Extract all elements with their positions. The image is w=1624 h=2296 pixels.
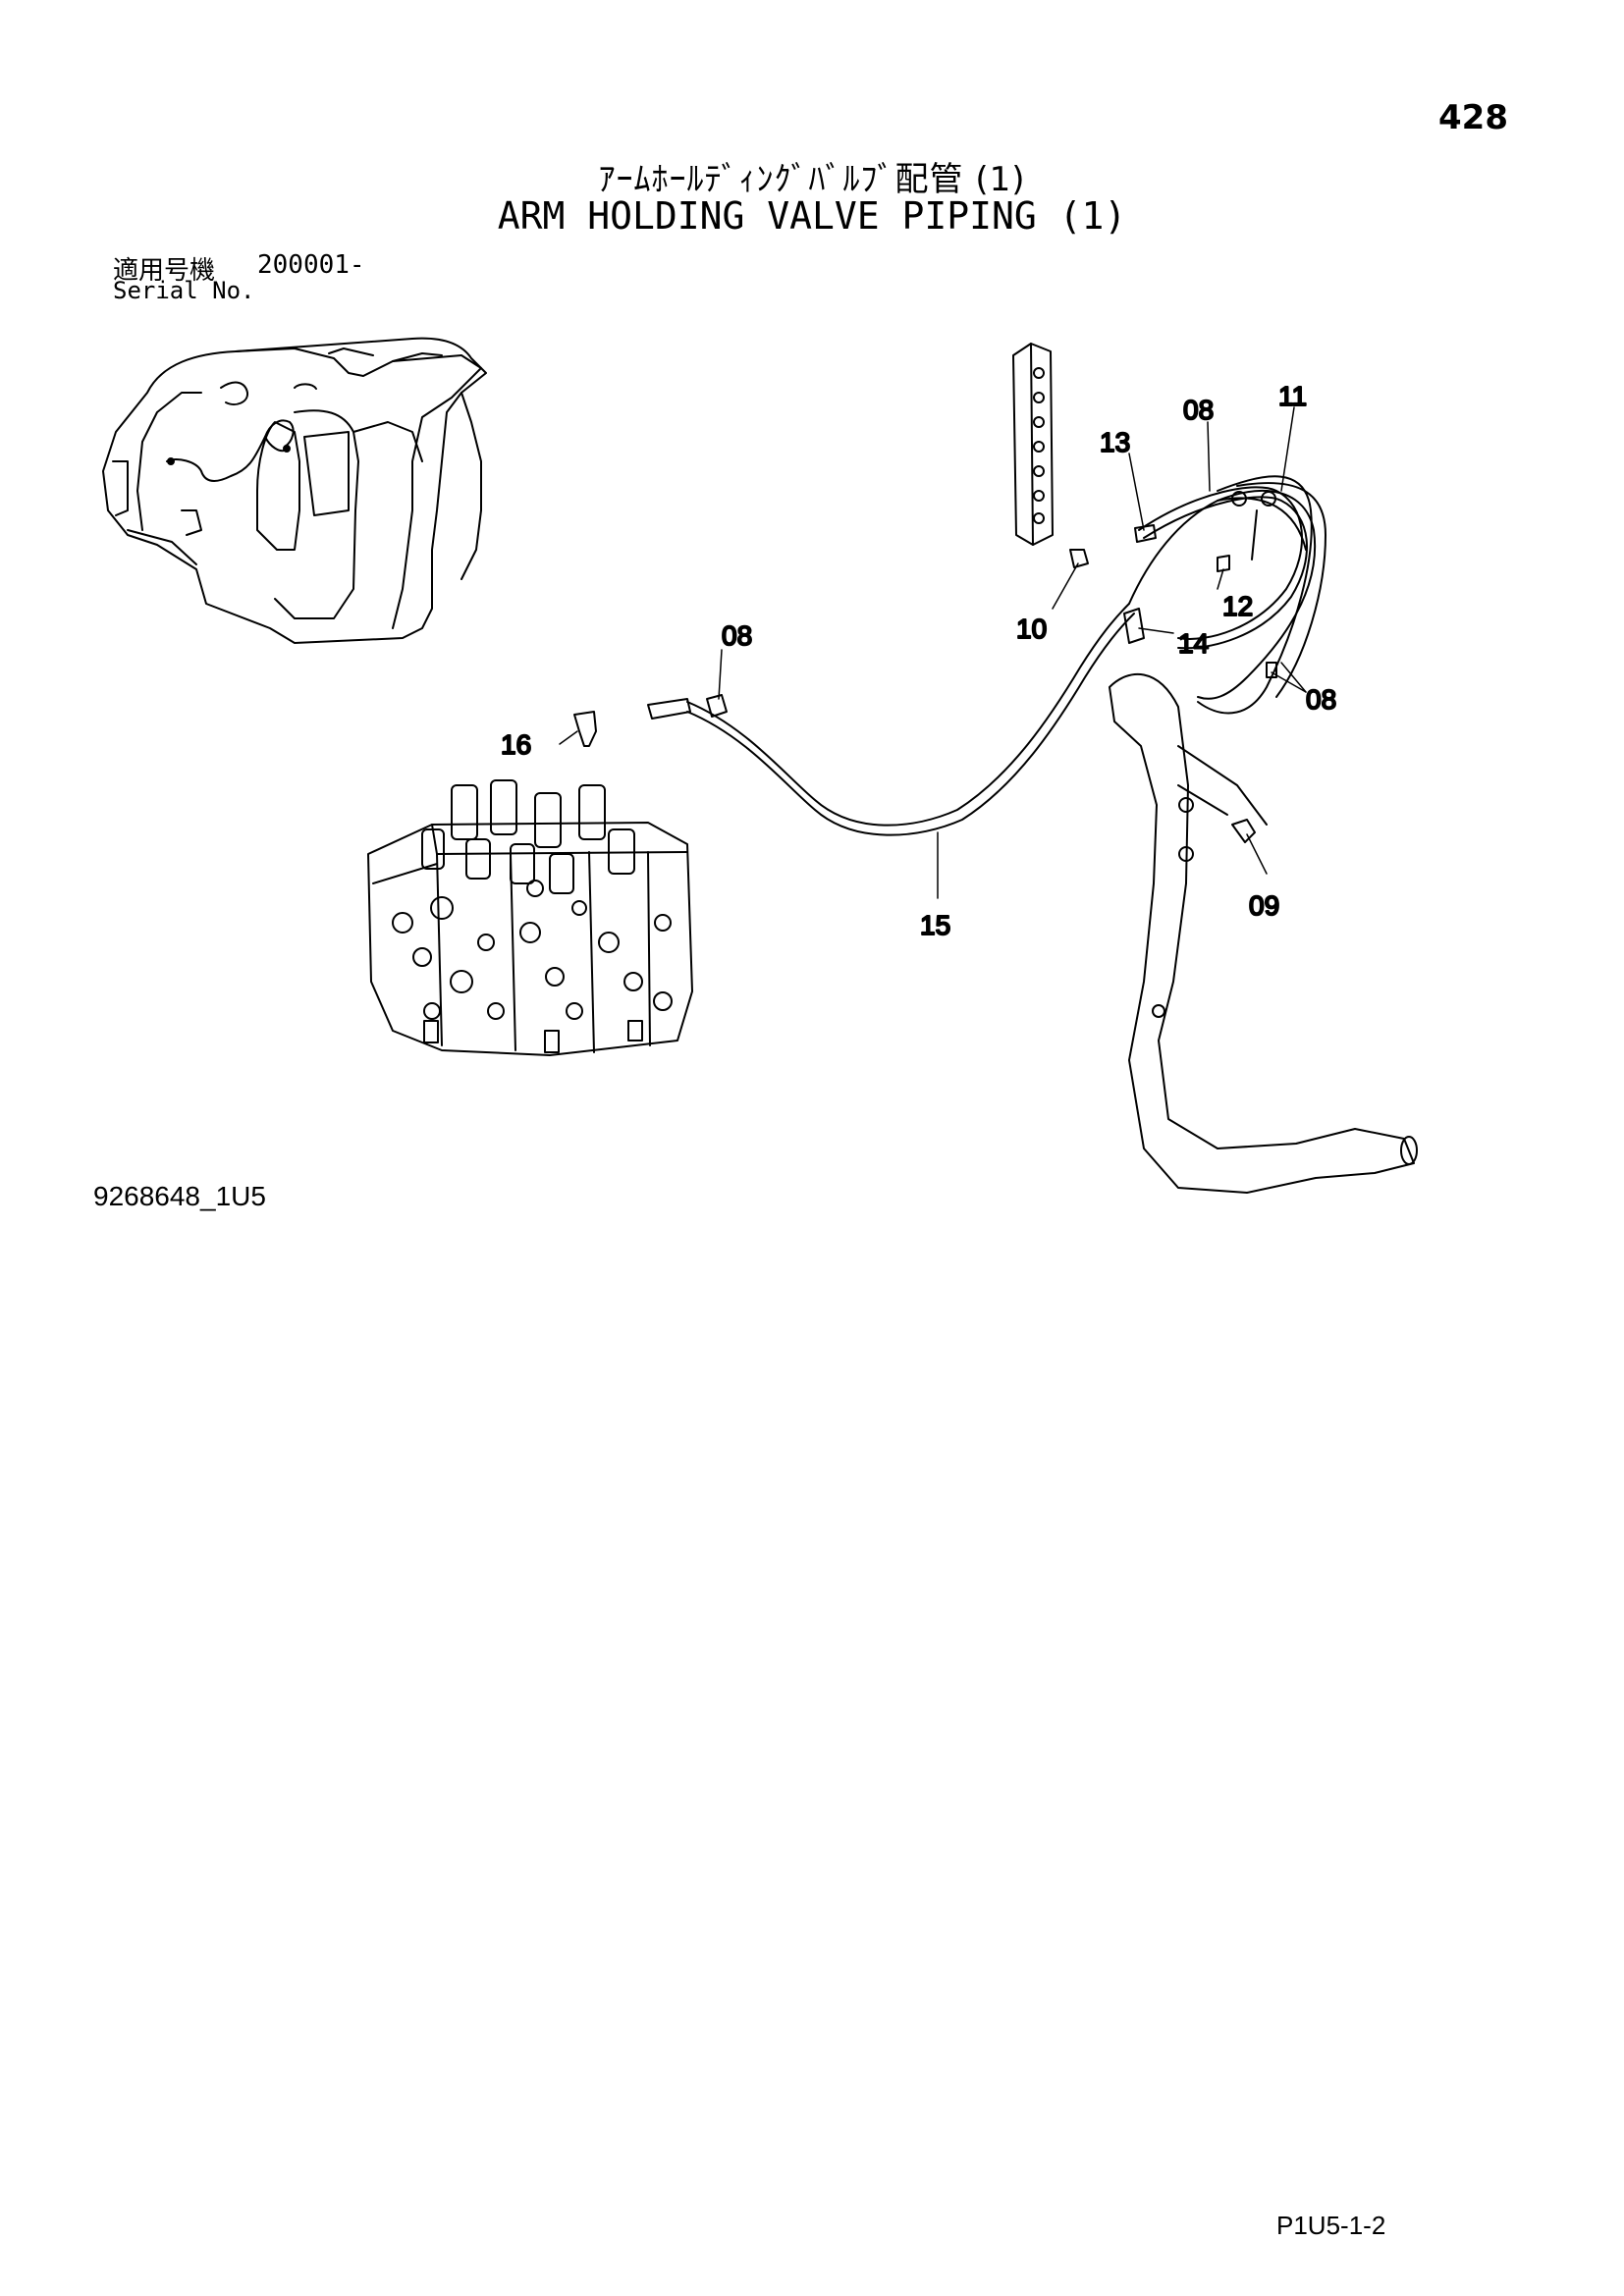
title-japanese: ｱｰﾑﾎｰﾙﾃﾞｨﾝｸﾞﾊﾞﾙﾌﾞ配管 (1) xyxy=(598,160,1026,199)
main-pipe-illustration xyxy=(1109,673,1418,1194)
callout-13: 13 xyxy=(1100,427,1130,457)
leader-lines xyxy=(559,406,1307,899)
excavator-overview-illustration xyxy=(102,337,487,644)
page-number: 428 xyxy=(1438,98,1508,137)
callout-08-top: 08 xyxy=(1183,395,1214,425)
fitting-08-right xyxy=(1266,662,1277,678)
fitting-14 xyxy=(1123,608,1145,644)
callout-16: 16 xyxy=(501,729,531,760)
callout-09: 09 xyxy=(1249,890,1279,921)
fitting-16 xyxy=(573,711,597,747)
fitting-13-end xyxy=(1134,524,1157,543)
serial-label-japanese: 適用号機 xyxy=(113,256,216,286)
callout-12: 12 xyxy=(1222,591,1253,621)
fitting-09 xyxy=(1231,819,1256,843)
callout-08-right: 08 xyxy=(1306,684,1336,715)
callout-11: 11 xyxy=(1278,381,1307,411)
hose-end-fitting xyxy=(647,698,691,720)
page-code: P1U5-1-2 xyxy=(1276,2211,1386,2240)
hose-15 xyxy=(686,603,1135,836)
callout-14: 14 xyxy=(1178,628,1209,659)
control-valve-illustration xyxy=(367,779,693,1056)
callout-10: 10 xyxy=(1016,614,1047,644)
serial-label-english: Serial No. xyxy=(113,277,255,304)
callout-08-mid: 08 xyxy=(722,620,752,651)
callout-15: 15 xyxy=(920,910,950,940)
serial-number: 200001- xyxy=(257,250,365,280)
title-english: ARM HOLDING VALVE PIPING (1) xyxy=(497,194,1127,238)
bracket-block-illustration xyxy=(1012,343,1054,546)
fitting-12 xyxy=(1217,555,1230,572)
fitting-08-top xyxy=(706,694,728,718)
figure-id: 9268648_1U5 xyxy=(93,1181,266,1211)
hose-loop-right xyxy=(1197,475,1326,715)
fitting-10 xyxy=(1069,549,1089,568)
